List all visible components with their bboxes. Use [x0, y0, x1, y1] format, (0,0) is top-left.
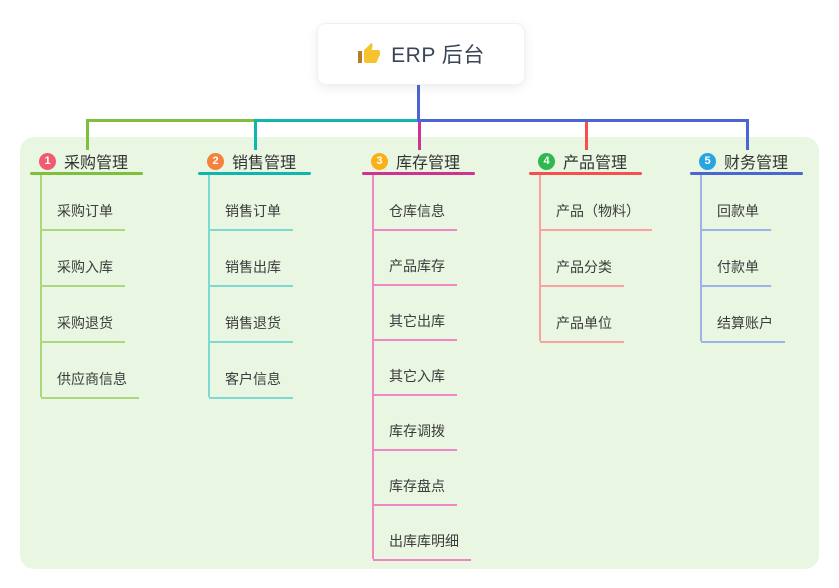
branch-number-badge: 5 [699, 152, 716, 170]
child-node[interactable]: 产品单位 [540, 307, 624, 343]
branch-drop-line [418, 119, 421, 150]
child-node[interactable]: 产品（物料） [540, 195, 652, 231]
child-node[interactable]: 产品库存 [373, 250, 457, 286]
branch-drop-line [254, 119, 257, 150]
child-node[interactable]: 回款单 [701, 195, 771, 231]
branch-number-badge: 4 [538, 152, 555, 170]
root-node[interactable]: ERP 后台 [317, 23, 525, 85]
branch-underline [198, 172, 311, 175]
branch-label: 采购管理 [64, 155, 129, 172]
branch-underline [30, 172, 143, 175]
child-node[interactable]: 出库库明细 [373, 525, 471, 561]
branches-panel [20, 137, 819, 569]
trunk-line-mid [254, 119, 419, 122]
branch-label: 销售管理 [232, 155, 297, 172]
child-node[interactable]: 采购退货 [41, 307, 125, 343]
child-node[interactable]: 其它出库 [373, 305, 457, 341]
branch-node[interactable]: 1 采购管理 [39, 150, 128, 172]
child-node[interactable]: 库存调拨 [373, 415, 457, 451]
children-trunk-line [539, 175, 541, 341]
children-trunk-line [372, 175, 374, 559]
branch-drop-line [746, 119, 749, 150]
child-node[interactable]: 采购入库 [41, 251, 125, 287]
branch-underline [529, 172, 642, 175]
child-node[interactable]: 采购订单 [41, 195, 125, 231]
root-connector-line [417, 83, 420, 122]
child-node[interactable]: 仓库信息 [373, 195, 457, 231]
child-node[interactable]: 销售退货 [209, 307, 293, 343]
trunk-line-right [419, 119, 749, 122]
child-node[interactable]: 客户信息 [209, 363, 293, 399]
children-trunk-line [700, 175, 702, 341]
branch-label: 产品管理 [563, 155, 628, 172]
root-node-title: ERP 后台 [391, 44, 485, 67]
branch-number-badge: 3 [371, 152, 388, 170]
child-node[interactable]: 产品分类 [540, 251, 624, 287]
child-node[interactable]: 其它入库 [373, 360, 457, 396]
branch-underline [690, 172, 803, 175]
child-node[interactable]: 结算账户 [701, 307, 785, 343]
branch-node[interactable]: 2 销售管理 [207, 150, 296, 172]
branch-drop-line [585, 119, 588, 150]
child-node[interactable]: 付款单 [701, 251, 771, 287]
branch-drop-line [86, 119, 89, 150]
child-node[interactable]: 销售出库 [209, 251, 293, 287]
branch-number-badge: 2 [207, 152, 224, 170]
branch-label: 库存管理 [396, 155, 461, 172]
child-node[interactable]: 库存盘点 [373, 470, 457, 506]
child-node[interactable]: 销售订单 [209, 195, 293, 231]
thumbs-up-icon [358, 43, 381, 63]
branch-label: 财务管理 [724, 155, 789, 172]
branch-underline [362, 172, 475, 175]
branch-node[interactable]: 5 财务管理 [699, 150, 788, 172]
child-node[interactable]: 供应商信息 [41, 363, 139, 399]
branch-node[interactable]: 4 产品管理 [538, 150, 627, 172]
trunk-line-left [86, 119, 254, 122]
branch-number-badge: 1 [39, 152, 56, 170]
branch-node[interactable]: 3 库存管理 [371, 150, 460, 172]
